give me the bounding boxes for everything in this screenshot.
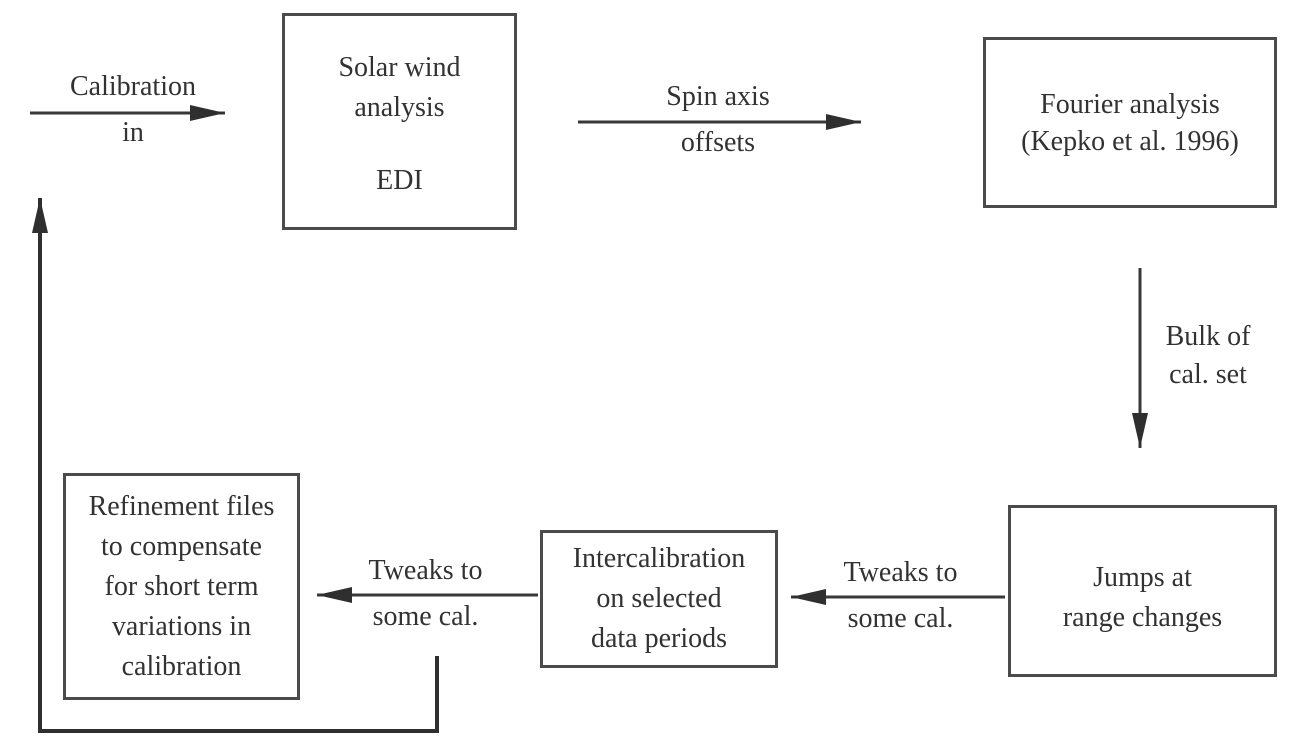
node-refinement-files: Refinement files to compensate for short… [63, 473, 300, 700]
node-jumps-text: Jumps at range changes [1063, 558, 1222, 638]
node-jumps-at-range-changes: Jumps at range changes [1008, 505, 1277, 677]
edge-label-tweaks-right: Tweaks to some cal. [813, 558, 988, 634]
arrow-feedback-loop [32, 198, 439, 733]
edge-label-line: Spin axis [666, 81, 770, 112]
node-fourier-analysis: Fourier analysis (Kepko et al. 1996) [983, 37, 1277, 208]
node-text-line: range changes [1062, 602, 1223, 633]
edge-label-line: Bulk of [1165, 321, 1251, 352]
node-text-line: variations in [111, 610, 252, 642]
edge-label-line: cal. set [1169, 359, 1247, 390]
node-text-line: Refinement files [88, 490, 275, 522]
edge-label-line: Tweaks to [368, 555, 483, 586]
node-text-line: data periods [590, 623, 728, 654]
edge-label-line: Tweaks to [843, 557, 958, 588]
edge-label-line: Calibration [70, 71, 196, 102]
node-text-line: calibration [121, 650, 242, 682]
node-text-line: Intercalibration [572, 543, 746, 574]
node-text-line: Solar wind [338, 52, 461, 83]
edge-label-bulk-of-cal-set: Bulk of cal. set [1152, 322, 1264, 390]
edge-label-line: some cal. [847, 603, 954, 634]
edge-label-tweaks-left: Tweaks to some cal. [338, 556, 513, 632]
node-text-line: for short term [104, 570, 259, 602]
node-text-line: to compensate [101, 530, 262, 562]
edge-label-line: in [122, 117, 144, 148]
node-text-line: Fourier analysis [1040, 88, 1220, 120]
node-solar-wind-analysis-footer: EDI [376, 165, 423, 196]
node-text-line: (Kepko et al. 1996) [1021, 125, 1239, 157]
node-solar-wind-analysis: Solar wind analysis EDI [282, 13, 517, 230]
edge-label-spin-axis-offsets: Spin axis offsets [623, 82, 813, 158]
node-text-line: analysis [354, 92, 445, 123]
edge-label-line: offsets [680, 127, 756, 158]
node-text-line: Jumps at [1093, 562, 1192, 593]
edge-label-line: some cal. [372, 601, 479, 632]
node-text-line: on selected [596, 583, 722, 614]
edge-label-calibration-in: Calibration in [40, 72, 226, 148]
node-solar-wind-analysis-text: Solar wind analysis [338, 48, 460, 128]
node-intercalibration: Intercalibration on selected data period… [540, 530, 778, 668]
